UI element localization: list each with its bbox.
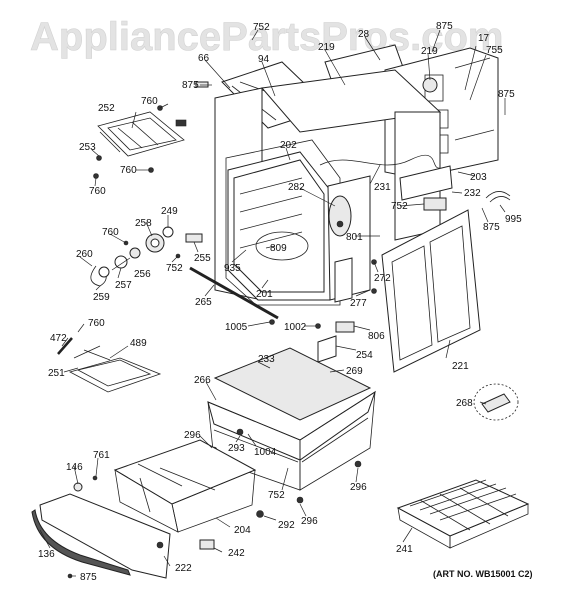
part-label-296-b: 296 bbox=[350, 482, 367, 493]
part-label-875: 875 bbox=[436, 21, 453, 32]
part-label-752-a: 752 bbox=[391, 201, 408, 212]
part-label-253: 253 bbox=[79, 142, 96, 153]
part-label-806: 806 bbox=[368, 331, 385, 342]
broil-element-illustration bbox=[57, 337, 162, 393]
part-label-249: 249 bbox=[161, 206, 178, 217]
part-label-242: 242 bbox=[228, 548, 245, 559]
part-label-1004: 1004 bbox=[254, 447, 277, 458]
part-label-1005: 1005 bbox=[225, 322, 248, 333]
part-label-66: 66 bbox=[198, 53, 210, 64]
part-label-28: 28 bbox=[358, 29, 370, 40]
bake-element-illustration bbox=[93, 81, 209, 179]
part-label-222: 222 bbox=[175, 563, 192, 574]
part-label-752-c: 752 bbox=[268, 490, 285, 501]
part-labels: 752 875 219 17 755 28 66 94 219 875 252 … bbox=[38, 21, 522, 583]
part-label-269: 269 bbox=[346, 366, 363, 377]
part-label-489: 489 bbox=[130, 338, 147, 349]
part-label-935: 935 bbox=[224, 263, 241, 274]
part-label-875-a: 875 bbox=[182, 80, 199, 91]
watermark-text: AppliancePartsPros.com bbox=[30, 15, 504, 59]
art-number: (ART NO. WB15001 C2) bbox=[433, 569, 533, 579]
part-label-277: 277 bbox=[350, 298, 367, 309]
part-label-255: 255 bbox=[194, 253, 211, 264]
part-label-282: 282 bbox=[288, 182, 305, 193]
part-label-875-b: 875 bbox=[483, 222, 500, 233]
drawer-assembly-illustration bbox=[31, 347, 519, 579]
leader-lines bbox=[39, 29, 506, 577]
part-label-755: 755 bbox=[486, 45, 503, 56]
part-label-272: 272 bbox=[374, 273, 391, 284]
part-label-293: 293 bbox=[228, 443, 245, 454]
part-label-296-a: 296 bbox=[184, 430, 201, 441]
part-label-219-top: 219 bbox=[318, 42, 335, 53]
part-label-752: 752 bbox=[253, 22, 270, 33]
part-label-1002: 1002 bbox=[284, 322, 307, 333]
oven-body-illustration bbox=[189, 44, 511, 376]
part-label-257: 257 bbox=[115, 280, 132, 291]
part-label-202: 202 bbox=[280, 140, 297, 151]
part-label-94: 94 bbox=[258, 54, 270, 65]
part-label-204: 204 bbox=[234, 525, 251, 536]
part-label-995: 995 bbox=[505, 214, 522, 225]
part-label-292: 292 bbox=[278, 520, 295, 531]
part-label-254: 254 bbox=[356, 350, 373, 361]
part-label-296-c: 296 bbox=[301, 516, 318, 527]
part-label-259: 259 bbox=[93, 292, 110, 303]
part-label-17: 17 bbox=[478, 33, 490, 44]
part-label-809: 809 bbox=[270, 243, 287, 254]
part-label-233: 233 bbox=[258, 354, 275, 365]
part-label-203: 203 bbox=[470, 172, 487, 183]
part-label-268: 268 bbox=[456, 398, 473, 409]
part-label-761: 761 bbox=[93, 450, 110, 461]
part-label-146: 146 bbox=[66, 462, 83, 473]
part-label-760-d: 760 bbox=[102, 227, 119, 238]
part-label-232: 232 bbox=[464, 188, 481, 199]
part-label-201: 201 bbox=[256, 289, 273, 300]
part-label-251: 251 bbox=[48, 368, 65, 379]
part-label-472: 472 bbox=[50, 333, 67, 344]
part-label-252: 252 bbox=[98, 103, 115, 114]
part-label-265: 265 bbox=[195, 297, 212, 308]
part-label-136: 136 bbox=[38, 549, 55, 560]
part-label-219: 219 bbox=[421, 46, 438, 57]
part-label-241: 241 bbox=[396, 544, 413, 555]
part-label-221: 221 bbox=[452, 361, 469, 372]
part-label-266: 266 bbox=[194, 375, 211, 386]
part-label-256: 256 bbox=[134, 269, 151, 280]
part-label-760-b: 760 bbox=[89, 186, 106, 197]
part-label-760-a: 760 bbox=[141, 96, 158, 107]
part-label-875-d: 875 bbox=[80, 572, 97, 583]
part-label-752-b: 752 bbox=[166, 263, 183, 274]
part-label-260: 260 bbox=[76, 249, 93, 260]
part-label-875-c: 875 bbox=[498, 89, 515, 100]
part-label-258: 258 bbox=[135, 218, 152, 229]
part-label-231: 231 bbox=[374, 182, 391, 193]
part-label-760-e: 760 bbox=[88, 318, 105, 329]
part-label-760-c: 760 bbox=[120, 165, 137, 176]
oven-rack-illustration bbox=[396, 479, 530, 549]
part-label-801: 801 bbox=[346, 232, 363, 243]
